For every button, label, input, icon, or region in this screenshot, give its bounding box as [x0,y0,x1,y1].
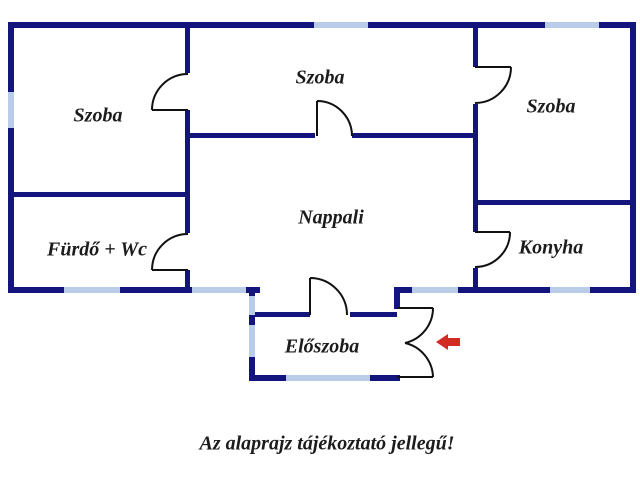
wall-mid-right-c [473,268,478,293]
room-label-konyha: Konyha [518,236,584,259]
window-bottom-1 [64,287,120,293]
room-label-szoba-left: Szoba [73,104,123,127]
wall-mid-left-a [185,22,190,73]
wall-szoba-nappali-b [352,133,478,138]
door-arc-konyha [474,231,511,268]
eloszoba-wall-right [394,287,400,309]
caption: Az alaprajz tájékoztató jellegű! [199,432,455,455]
eloszoba-wall-bottom-b [370,375,400,381]
window-left [8,92,14,128]
room-label-nappali: Nappali [298,206,364,229]
door-arc-furdo [151,233,189,271]
eloszoba-window-left-2 [249,325,255,357]
door-arc-entrance-double [397,307,434,378]
door-arc-szoba-middle [316,100,353,137]
wall-mid-left-c [185,270,190,293]
wall-right [630,22,636,293]
window-top-2 [545,22,599,28]
eloszoba-window-bottom [286,375,370,381]
entrance-arrow-icon [436,334,460,350]
room-label-szoba-right: Szoba [526,95,576,118]
eloszoba-wall-top-a [255,312,310,317]
wall-mid-right-a [473,22,478,67]
wall-mid-right-b [473,104,478,232]
wall-left [8,22,14,293]
eloszoba-window-left-1 [249,296,255,315]
wall-szoba-nappali-a [185,133,315,138]
window-bottom-3 [412,287,458,293]
room-label-furdo-wc: Fürdő + Wc [47,238,147,261]
wall-szoba-konyha [473,200,636,205]
window-top-1 [314,22,368,28]
eloszoba-wall-left-a [249,287,255,296]
wall-bottom-left [8,287,260,293]
eloszoba-wall-left-c [249,357,255,381]
eloszoba-wall-top-b [350,312,397,317]
door-arc-szoba-right [474,66,512,104]
door-arc-szoba-left [151,73,189,111]
room-label-eloszoba: Előszoba [284,335,360,358]
eloszoba-wall-left-b [249,315,255,325]
wall-bottom-right [398,287,636,293]
window-bottom-4 [550,287,590,293]
wall-mid-left-b [185,110,190,233]
window-bottom-2 [192,287,246,293]
room-label-szoba-middle: Szoba [295,66,345,89]
wall-szoba-furdo [8,192,190,197]
door-arc-eloszoba [309,277,348,316]
eloszoba-wall-bottom-a [249,375,286,381]
